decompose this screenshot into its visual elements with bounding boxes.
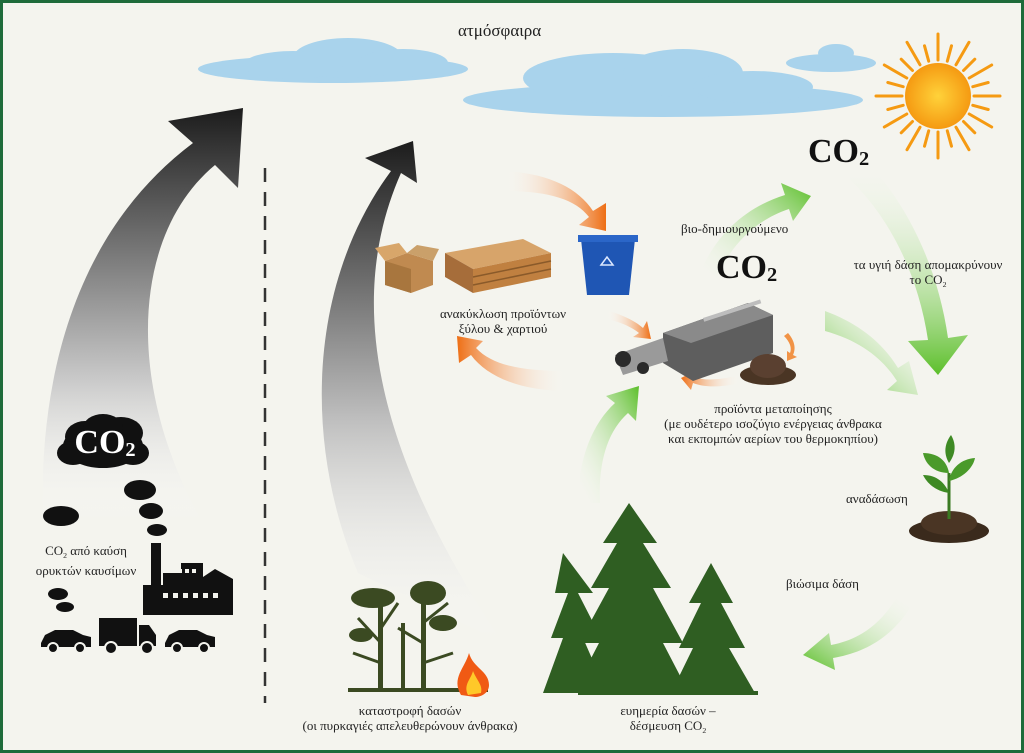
cloud-small	[786, 44, 876, 72]
forest-destruction-label-line1: καταστροφή δασών	[358, 703, 462, 718]
recycle-arrow-right	[606, 310, 651, 339]
forest-destruction-label-line2: (οι πυρκαγιές απελευθερώνουν άνθρακα)	[302, 718, 518, 733]
sustainable-forest-label: βιώσιμα δάση	[786, 576, 859, 591]
sun-icon	[874, 32, 1002, 160]
sun-ray	[899, 120, 914, 135]
fire-emission-arrow	[321, 141, 503, 643]
sun-ray	[967, 63, 994, 80]
bio-co2-arrow	[698, 183, 811, 283]
sun-ray	[971, 103, 990, 111]
recycle-arrow-top	[503, 171, 606, 231]
seedling-icon	[909, 435, 989, 543]
healthy-forest-label-line2: το CO2	[909, 272, 947, 289]
healthy-forest-label: τα υγιή δάση απομακρύνουν το CO2	[833, 257, 1021, 292]
forest-icon	[543, 503, 758, 695]
sun-ray	[971, 81, 990, 89]
sun-ray	[962, 120, 977, 135]
sun-ray	[899, 57, 914, 72]
cloud-left	[198, 38, 468, 83]
sun-ray	[886, 103, 905, 111]
forest-to-processing-arrow	[578, 386, 639, 503]
car-icon-left	[41, 630, 91, 654]
sun-ray	[905, 40, 922, 67]
processing-label-line2: (με ουδέτερο ισοζύγιο ενέργειας άνθρακα	[664, 416, 882, 431]
recycle-arrow-bottom	[457, 336, 568, 391]
sun-ray	[886, 81, 905, 89]
sun-ray	[954, 125, 971, 152]
recycle-bin-icon	[578, 235, 638, 295]
recycle-label-line2: ξύλου & χαρτιού	[458, 321, 548, 336]
sun-ray	[923, 44, 931, 63]
processing-label: προϊόντα μεταποίησης (με ουδέτερο ισοζύγ…	[633, 401, 913, 446]
sustainable-forest-arrow	[803, 595, 913, 670]
co2-label-top: CO2	[808, 133, 870, 171]
sun-ray	[882, 63, 909, 80]
to-reforestation-arrow	[825, 311, 918, 395]
co2-cloud-icon	[57, 414, 149, 468]
sun-ray	[905, 125, 922, 152]
smoke-puffs	[43, 480, 167, 612]
healthy-forest-label-line1: τα υγιή δάση απομακρύνουν	[853, 257, 1003, 272]
processing-label-line3: και εκπομπών αερίων του θερμοκηπίου)	[668, 431, 878, 446]
forest-wellbeing-label-line1: ευημερία δασών –	[620, 703, 716, 718]
truck-icon	[99, 618, 156, 655]
factory-icon	[143, 543, 233, 615]
fire-icon	[457, 653, 489, 697]
sun-ray	[945, 129, 953, 148]
diagram-artwork	[41, 32, 1002, 703]
recycle-label: ανακύκλωση προϊόντων ξύλου & χαρτιού	[418, 306, 588, 336]
cardboard-box-icon	[375, 243, 439, 293]
car-icon-right	[165, 630, 215, 654]
co2-label-middle: CO2	[716, 249, 778, 287]
sun-ray	[945, 44, 953, 63]
bio-created-label: βιο-δημιουργούμενο	[681, 221, 789, 236]
burnt-trees-icon	[348, 581, 488, 692]
sun-ray	[923, 129, 931, 148]
sun-ray	[882, 112, 909, 129]
co2-label-cloud: CO2	[74, 424, 136, 462]
soil-pile-icon	[740, 354, 796, 385]
sun-ray	[962, 57, 977, 72]
cloud-center	[463, 49, 863, 117]
recycle-label-line1: ανακύκλωση προϊόντων	[439, 306, 567, 321]
processing-machine-icon	[615, 299, 773, 381]
reforestation-label: αναδάσωση	[846, 491, 908, 506]
sun-ray	[954, 40, 971, 67]
forest-wellbeing-label: ευημερία δασών – δέσμευση CO2	[588, 703, 748, 738]
forest-destruction-label: καταστροφή δασών (οι πυρκαγιές απελευθερ…	[275, 703, 545, 733]
healthy-forest-arrow	[843, 155, 968, 375]
forest-wellbeing-label-line2: δέσμευση CO2	[629, 718, 707, 735]
lumber-stack-icon	[445, 239, 552, 293]
fossil-fuel-label: CO2 από καύση ορυκτών καυσίμων	[21, 543, 151, 578]
atmosphere-title: ατμόσφαιρα	[458, 21, 542, 40]
fossil-fuel-label-line1: CO2 από καύση	[45, 543, 127, 560]
sun-ray	[967, 112, 994, 129]
recycle-arrow-soil	[784, 333, 797, 361]
processing-label-line1: προϊόντα μεταποίησης	[714, 401, 832, 416]
recycle-arrow-small	[681, 371, 741, 390]
fossil-fuel-label-line2: ορυκτών καυσίμων	[35, 563, 137, 578]
